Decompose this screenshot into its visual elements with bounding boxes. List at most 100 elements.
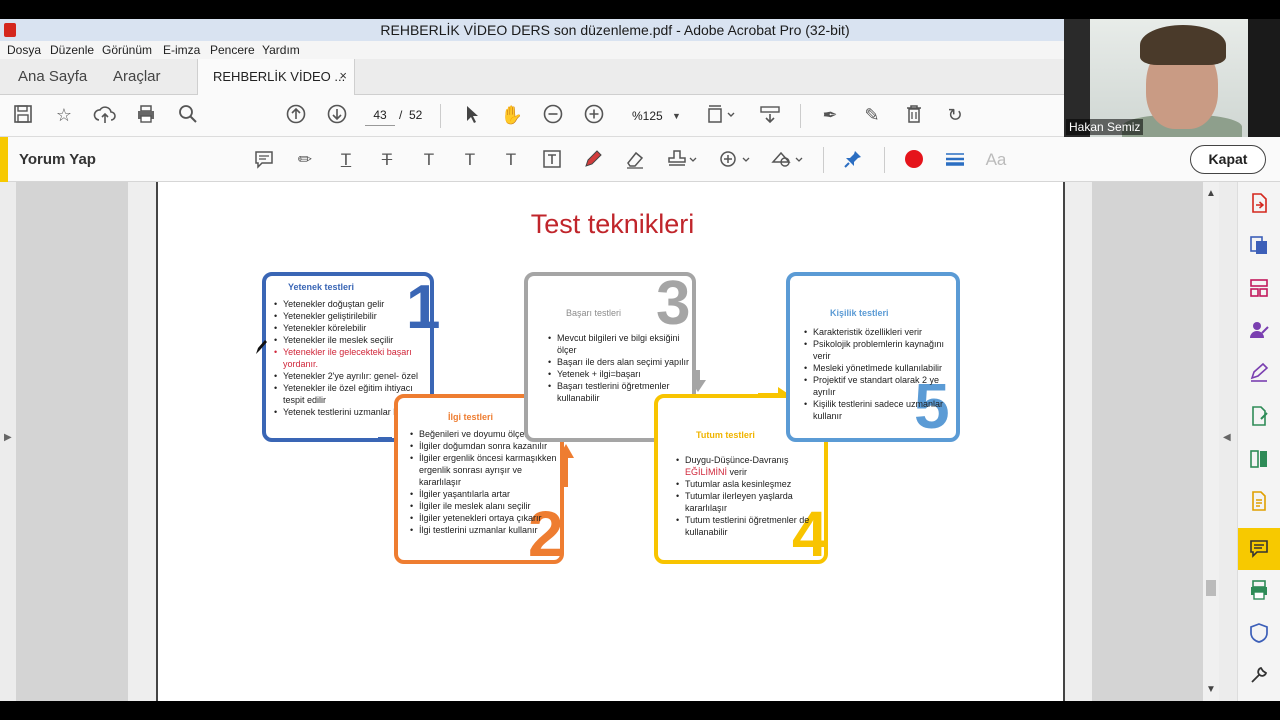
next-page-icon[interactable]	[325, 103, 349, 127]
menu-view[interactable]: Görünüm	[102, 43, 153, 57]
list-item: Kişilik testlerini sadece uzmanlar kulla…	[804, 398, 960, 422]
color-picker-icon[interactable]	[902, 148, 926, 172]
menu-bar: Dosya Düzenle Görünüm E-imza Pencere Yar…	[0, 41, 1280, 59]
chevron-down-icon: ▼	[672, 111, 681, 121]
tab-document[interactable]: REHBERLİK VİDEO ... ×	[197, 59, 355, 95]
star-icon[interactable]: ☆	[55, 105, 73, 125]
scroll-up-icon[interactable]: ▲	[1206, 188, 1216, 199]
box-ability-title: Yetenek testleri	[288, 282, 355, 292]
text-box-icon[interactable]	[540, 148, 564, 172]
fill-sign-icon[interactable]	[1247, 362, 1271, 386]
zoom-in-icon[interactable]	[582, 103, 606, 127]
strikethrough-text-icon[interactable]: T	[381, 150, 393, 169]
compress-icon[interactable]	[1247, 448, 1271, 472]
print-production-icon[interactable]	[1247, 579, 1271, 603]
tab-home[interactable]: Ana Sayfa	[18, 68, 88, 85]
list-item: Tutum testlerini öğretmenler de kullanab…	[676, 514, 826, 538]
edit-document-icon[interactable]	[1247, 490, 1271, 514]
list-item: Tutumlar asla kesinleşmez	[676, 478, 826, 490]
font-size-icon[interactable]: Aa	[985, 150, 1007, 169]
highlight-icon[interactable]: ✏	[297, 150, 313, 169]
comment-accent	[0, 137, 8, 182]
highlighted-word: EĞİLİMİNİ	[685, 467, 728, 477]
attach-file-icon[interactable]	[717, 148, 751, 172]
document-viewer: ▶ Test teknikleri Yetenek testleri 1	[0, 182, 1237, 701]
stamp-icon[interactable]	[666, 148, 698, 172]
comment-icon[interactable]	[1247, 537, 1271, 561]
active-tool-highlight	[1238, 528, 1280, 570]
rotate-icon[interactable]: ↻	[947, 105, 963, 125]
list-item: Yetenekler körelebilir	[274, 322, 434, 334]
previous-page-icon[interactable]	[284, 103, 308, 127]
sticky-note-icon[interactable]	[252, 148, 276, 172]
collapse-right-icon: ◀	[1223, 432, 1231, 443]
replace-text-icon[interactable]: T	[423, 150, 435, 169]
acrobat-icon	[4, 23, 16, 37]
sign-pen-icon[interactable]: ✒	[822, 105, 838, 125]
box-personality-title: Kişilik testleri	[830, 308, 889, 318]
toolbar-divider	[440, 104, 441, 128]
list-item: Yetenek + ilgi=başarı	[548, 368, 698, 380]
protect-shield-icon[interactable]	[1247, 622, 1271, 646]
page-number-input[interactable]: 43	[365, 104, 395, 126]
select-cursor-icon[interactable]	[459, 103, 483, 127]
underline-text-icon[interactable]: T	[340, 150, 352, 169]
save-icon[interactable]	[11, 103, 35, 127]
menu-file[interactable]: Dosya	[7, 43, 42, 57]
edit-pdf-icon[interactable]	[1247, 405, 1271, 429]
box-interest-title: İlgi testleri	[448, 412, 494, 422]
close-comment-button[interactable]: Kapat	[1190, 145, 1266, 174]
more-tools-icon[interactable]	[1247, 664, 1271, 688]
list-item: İlgiler yaşantılarla artar	[410, 488, 562, 500]
fit-page-icon[interactable]	[706, 103, 735, 127]
eraser-icon[interactable]	[623, 148, 647, 172]
expand-left-icon: ▶	[4, 432, 12, 443]
line-thickness-icon[interactable]	[943, 148, 967, 172]
list-item: Beğenileri ve doyumu ölçer	[410, 428, 562, 440]
trash-icon[interactable]	[902, 103, 926, 127]
cloud-upload-icon[interactable]	[93, 103, 117, 127]
list-item: Mesleki yönetlmede kullanılabilir	[804, 362, 960, 374]
comment-toolbar: Yorum Yap ✏ T T T T T	[0, 137, 1280, 182]
list-item: Psikolojik problemlerin kaynağını verir	[804, 338, 960, 362]
print-icon[interactable]	[134, 103, 158, 127]
box-achievement-list: Mevcut bilgileri ve bilgi eksiğini ölçer…	[548, 332, 698, 404]
list-item: Yetenekler ile meslek seçilir	[274, 334, 434, 346]
find-zoom-icon[interactable]	[176, 103, 200, 127]
vertical-scrollbar[interactable]: ▲ ▼	[1203, 182, 1219, 701]
close-tab-icon[interactable]: ×	[339, 68, 347, 83]
menu-edit[interactable]: Düzenle	[50, 43, 95, 57]
scroll-thumb[interactable]	[1206, 580, 1216, 596]
pen-cursor-icon	[254, 338, 268, 356]
create-pdf-icon[interactable]	[1247, 234, 1271, 258]
list-item-text: verir	[727, 467, 748, 477]
bottom-letterbox	[0, 701, 1280, 720]
box-attitude-title: Tutum testleri	[696, 430, 755, 440]
request-signature-icon[interactable]	[1247, 319, 1271, 343]
zoom-select[interactable]: %125 ▼	[622, 105, 688, 127]
tag-edit-icon[interactable]: ✎	[864, 105, 880, 125]
menu-window[interactable]: Pencere	[210, 43, 255, 57]
shapes-icon[interactable]	[770, 148, 804, 172]
menu-help[interactable]: Yardım	[262, 43, 300, 57]
left-pane-toggle[interactable]: ▶	[0, 182, 16, 701]
organize-pages-icon[interactable]	[1247, 277, 1271, 301]
tab-document-label: REHBERLİK VİDEO ...	[213, 69, 346, 84]
pencil-draw-icon[interactable]	[581, 148, 605, 172]
webcam-dark-area	[1248, 19, 1280, 137]
insert-text-icon[interactable]: T	[464, 150, 476, 169]
scroll-down-icon[interactable]: ▼	[1206, 684, 1216, 695]
scroll-mode-icon[interactable]	[758, 103, 782, 127]
zoom-out-icon[interactable]	[541, 103, 565, 127]
list-item: İlgi testlerini uzmanlar kullanır	[410, 524, 562, 536]
menu-esign[interactable]: E-imza	[163, 43, 201, 57]
add-text-icon[interactable]: T	[505, 150, 517, 169]
right-pane-toggle[interactable]: ◀	[1219, 182, 1237, 701]
export-pdf-icon[interactable]	[1247, 192, 1271, 216]
pin-icon[interactable]	[841, 148, 865, 172]
tab-tools[interactable]: Araçlar	[113, 68, 161, 85]
hand-tool-icon[interactable]: ✋	[500, 105, 524, 125]
top-letterbox	[0, 0, 1280, 19]
